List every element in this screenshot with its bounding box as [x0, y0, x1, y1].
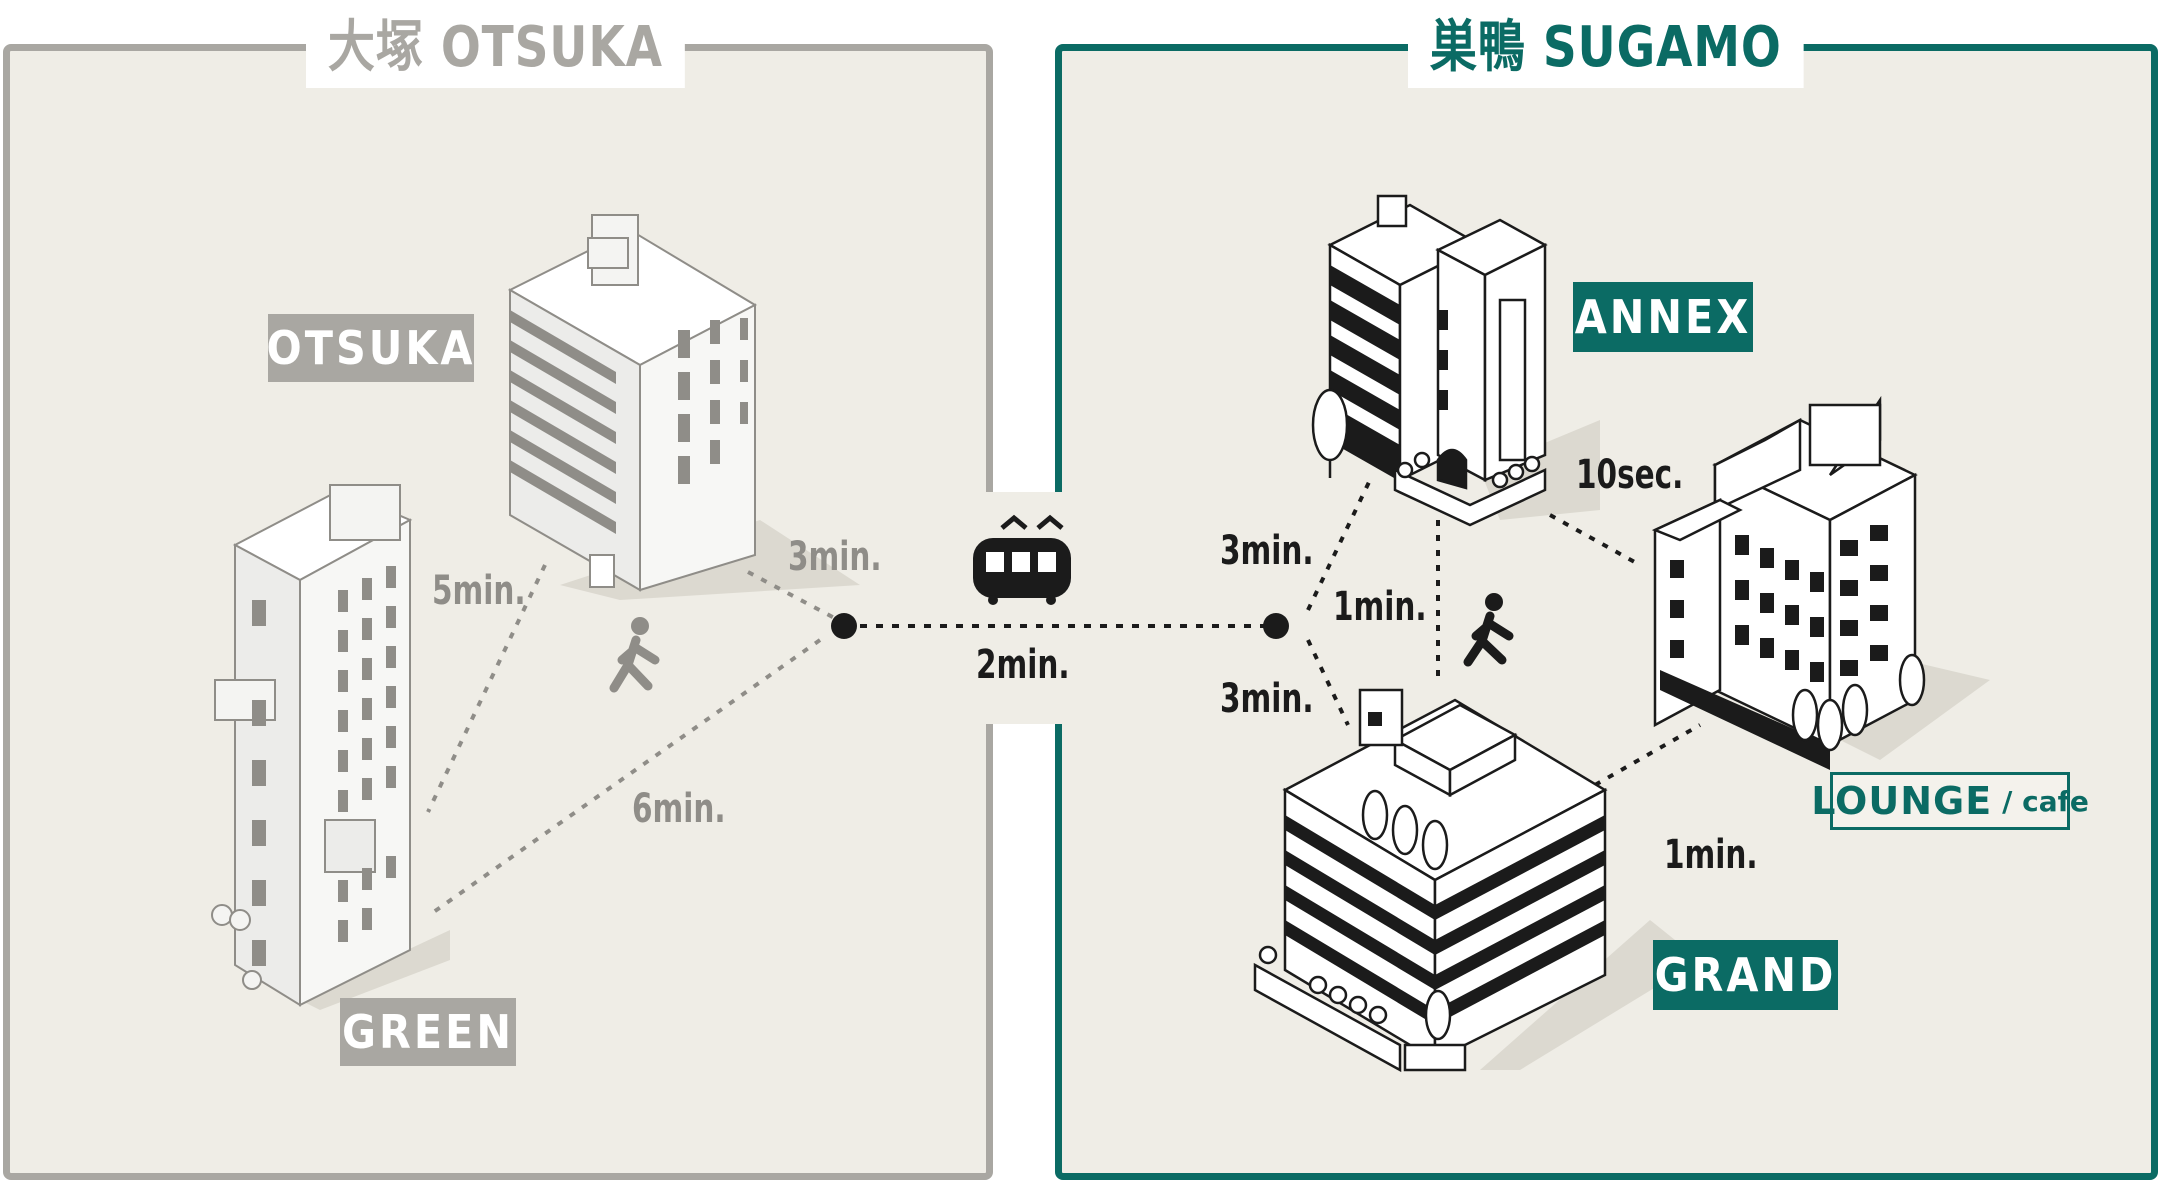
lounge-name: LOUNGE — [1811, 779, 1993, 823]
otsuka-area-title: 大塚 OTSUKA — [306, 8, 685, 88]
route-annex-lounge — [1549, 513, 1641, 567]
grand-building-label[interactable]: GRAND — [1653, 940, 1838, 1010]
sugamo-station-dot — [1263, 613, 1289, 639]
route-green-station — [426, 638, 822, 918]
time-green-station: 6min. — [632, 786, 726, 832]
green-hotel-building — [211, 484, 413, 1007]
station-connector — [983, 492, 1065, 724]
otsuka-area — [3, 44, 993, 1180]
annex-hotel-building — [1311, 194, 1548, 527]
time-grand-lounge: 1min. — [1664, 832, 1758, 878]
route-otsuka-station — [747, 570, 843, 624]
time-sugamo-grand: 3min. — [1220, 676, 1314, 722]
otsuka-station-dot — [831, 613, 857, 639]
sugamo-area-title: 巣鴨 SUGAMO — [1408, 8, 1804, 88]
lounge-building-label[interactable]: LOUNGE / cafe — [1811, 772, 2089, 830]
time-train: 2min. — [976, 642, 1070, 688]
route-otsuka-green — [426, 564, 547, 813]
time-otsuka-station: 3min. — [788, 534, 882, 580]
route-sugamo-annex — [1306, 479, 1372, 611]
lounge-suffix: / cafe — [2002, 784, 2089, 818]
route-sugamo-grand — [1306, 639, 1350, 726]
walking-person-icon — [1463, 593, 1514, 667]
otsuka-building-label[interactable]: OTSUKA — [267, 314, 474, 382]
otsuka-hotel-building — [507, 214, 758, 592]
train-icon — [973, 514, 1071, 605]
walking-person-icon — [609, 617, 660, 693]
green-building-label[interactable]: GREEN — [340, 998, 516, 1066]
lounge-building — [1651, 395, 1926, 770]
time-annex-lounge: 10sec. — [1576, 452, 1684, 498]
time-otsuka-green: 5min. — [432, 568, 526, 614]
time-annex-grand: 1min. — [1333, 584, 1427, 630]
route-grand-lounge — [1594, 723, 1701, 787]
time-sugamo-annex: 3min. — [1220, 528, 1314, 574]
grand-hotel-building — [1253, 688, 1608, 1073]
annex-building-label[interactable]: ANNEX — [1573, 282, 1753, 352]
